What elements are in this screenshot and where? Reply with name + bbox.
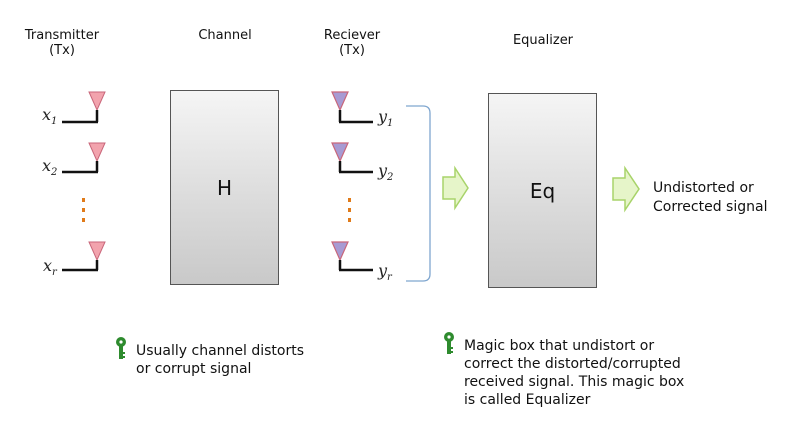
transmitter-label: Transmitter (Tx) <box>10 28 114 58</box>
transmitter-subtitle: (Tx) <box>49 43 75 58</box>
tx-symbol-r: x <box>43 256 52 275</box>
tx-subscript-1: 1 <box>51 116 57 127</box>
channel-note: Usually channel distorts or corrupt sign… <box>136 342 304 378</box>
equalizer-box-label: Eq <box>529 178 556 203</box>
equalizer-note: Magic box that undistort or correct the … <box>464 337 684 409</box>
rx-subscript-1: 1 <box>387 118 393 129</box>
rx-antenna-r <box>331 241 373 272</box>
channel-box: H <box>170 90 279 285</box>
output-arrow-icon <box>612 165 640 213</box>
rx-bracket <box>406 105 431 282</box>
equalizer-note-line: Magic box that undistort or <box>464 338 655 354</box>
channel-label: Channel <box>198 28 252 43</box>
tx-symbol-1: x <box>42 105 51 124</box>
tx-antenna-r <box>62 241 106 272</box>
channel-box-label: H <box>216 175 233 200</box>
rx-symbol-2: y <box>377 161 388 180</box>
equalizer-note-line: correct the distorted/corrupted <box>464 356 681 372</box>
output-line-2: Corrected signal <box>653 199 768 215</box>
output-label: Undistorted or Corrected signal <box>653 179 767 217</box>
receiver-title: Reciever <box>323 28 381 43</box>
key-icon <box>116 337 126 359</box>
tx-antenna-2 <box>62 142 106 174</box>
rx-symbol-1: y <box>377 107 388 126</box>
equalizer-note-line: is called Equalizer <box>464 392 591 408</box>
rx-ellipsis <box>348 198 351 222</box>
output-line-1: Undistorted or <box>653 180 754 196</box>
tx-ellipsis <box>82 198 85 222</box>
equalizer-label: Equalizer <box>512 33 574 48</box>
receiver-label: Reciever (Tx) <box>300 28 404 58</box>
key-icon <box>444 332 454 354</box>
channel-note-line: or corrupt signal <box>136 361 252 377</box>
tx-antenna-1 <box>62 91 106 124</box>
receiver-subtitle: (Tx) <box>339 43 365 58</box>
input-arrow-icon <box>442 165 469 211</box>
rx-antenna-1 <box>331 91 373 124</box>
tx-subscript-2: 2 <box>50 167 57 178</box>
transmitter-title: Transmitter <box>24 28 100 43</box>
tx-subscript-r: r <box>52 267 58 278</box>
rx-subscript-2: 2 <box>386 172 393 183</box>
rx-antenna-2 <box>331 142 373 174</box>
rx-symbol-r: y <box>377 261 388 280</box>
rx-subscript-r: r <box>387 272 393 283</box>
channel-note-line: Usually channel distorts <box>136 343 305 359</box>
tx-symbol-2: x <box>42 156 51 175</box>
equalizer-box: Eq <box>488 93 597 288</box>
equalizer-note-line: received signal. This magic box <box>464 374 685 390</box>
